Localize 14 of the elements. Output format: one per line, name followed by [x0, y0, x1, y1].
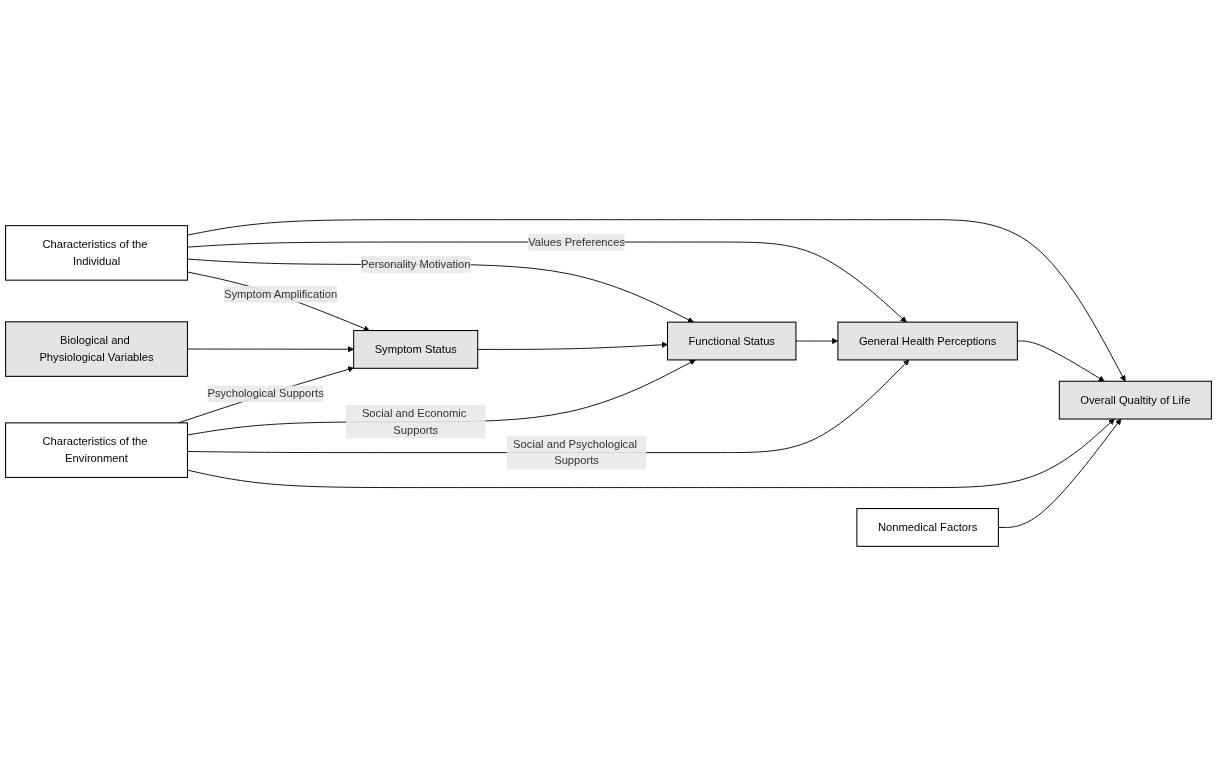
node-box: Characteristics of the Environment — [5, 422, 188, 478]
node-box: Symptom Status — [353, 330, 479, 369]
node-box: Characteristics of the Individual — [5, 225, 188, 281]
edge-label: Values Preferences — [528, 235, 625, 248]
edge-label: Personality Motivation — [360, 258, 471, 271]
edge-label: Social and Economic Supports — [361, 407, 467, 436]
node-box: Biological and Physiological Variables — [5, 321, 188, 377]
node-box: Overall Qualtity of Life — [1058, 380, 1212, 420]
edge-label: Social and Psychological Supports — [513, 437, 637, 467]
node-box: General Health Perceptions — [837, 321, 1018, 361]
node-box: Functional Status — [667, 321, 797, 361]
edge-label: Psychological Supports — [207, 387, 324, 400]
edge-label: Symptom Amplification — [223, 287, 338, 300]
node-box: Nonmedical Factors — [856, 508, 999, 547]
